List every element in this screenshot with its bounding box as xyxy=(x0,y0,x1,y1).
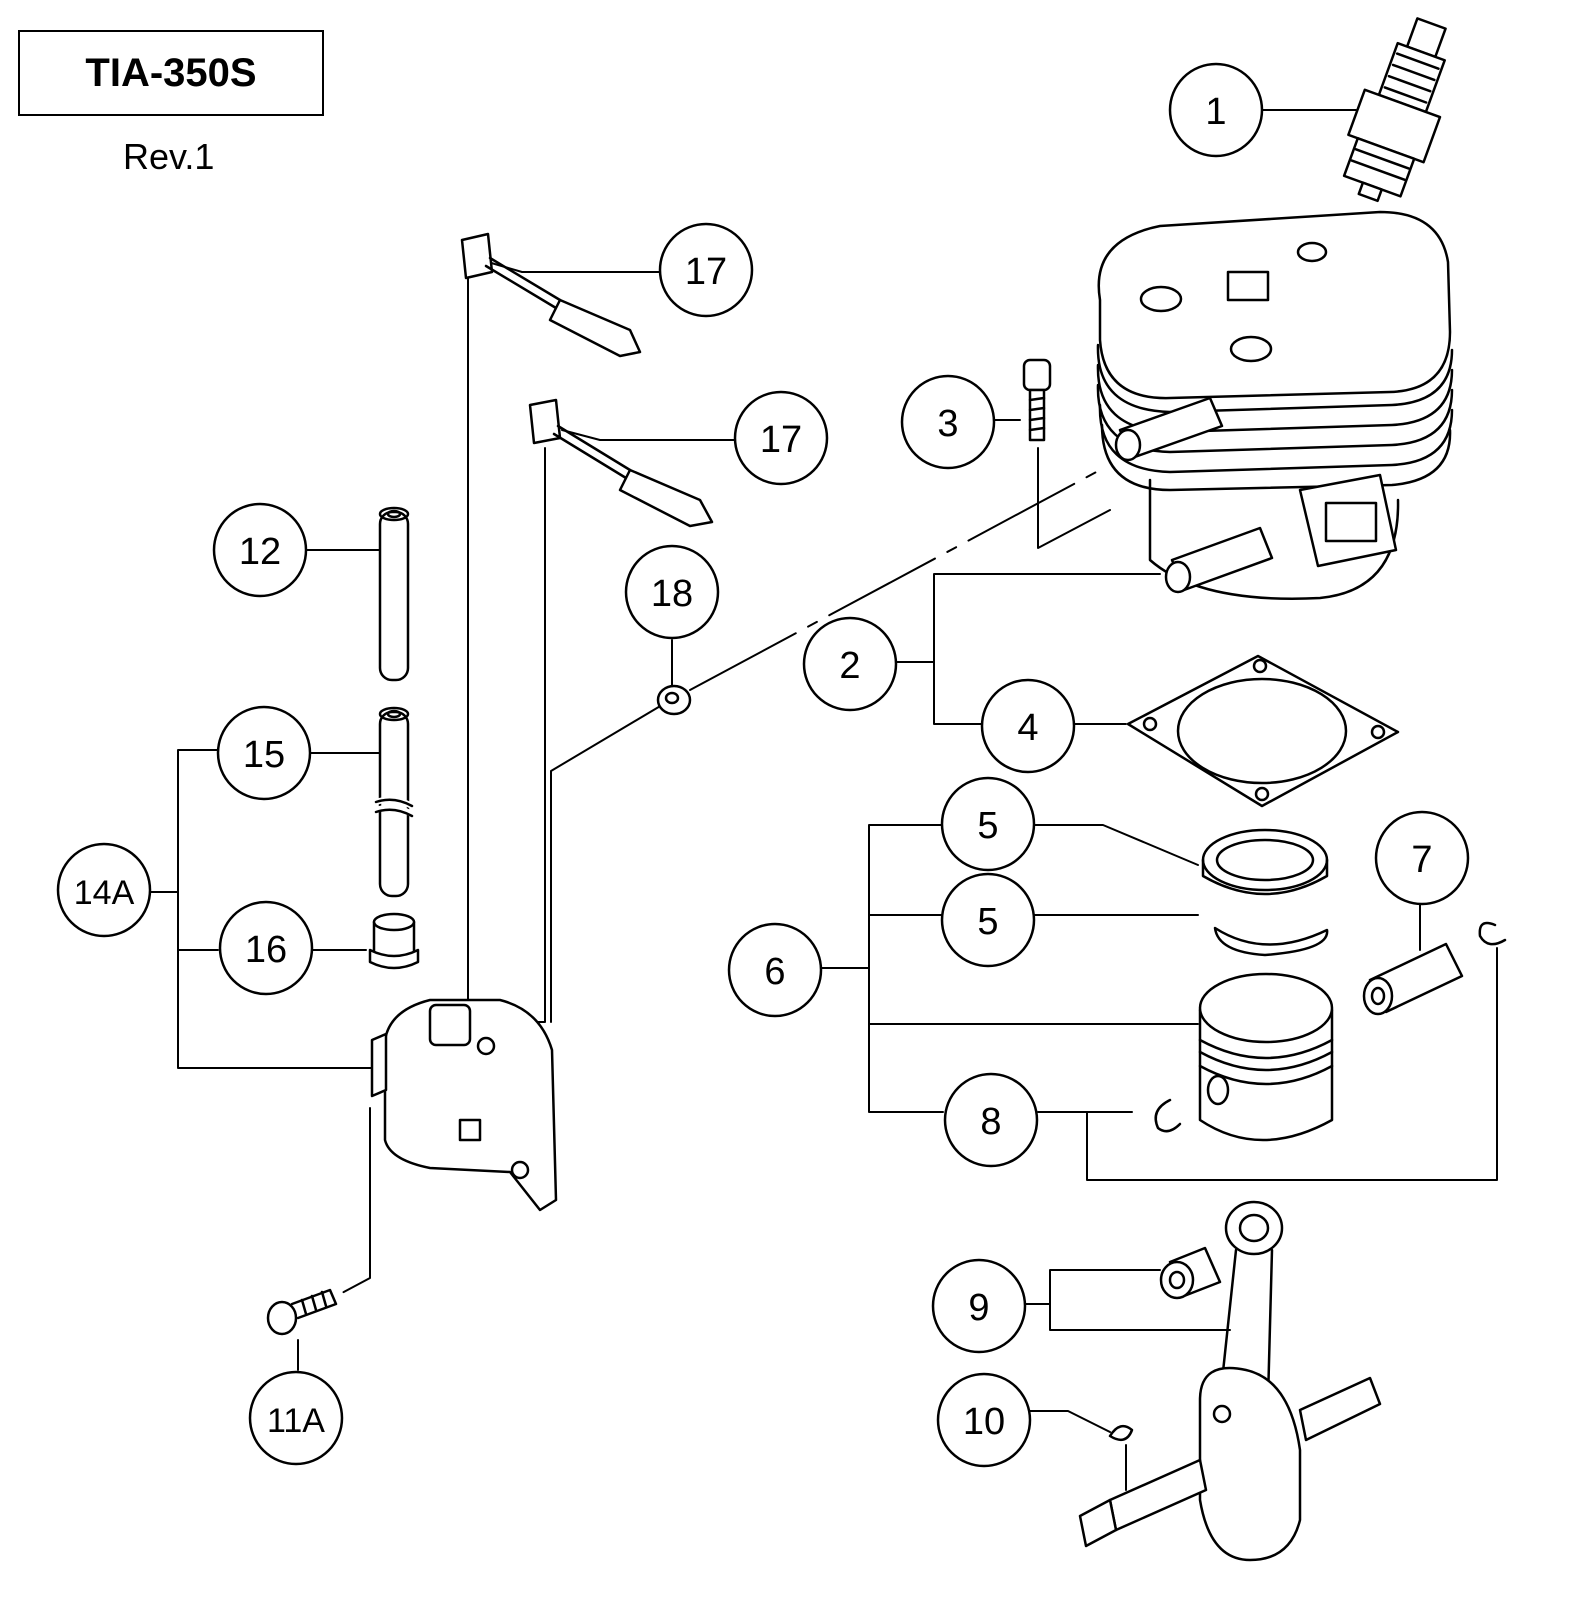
callout-label: 5 xyxy=(977,805,998,847)
callout-circle xyxy=(733,390,829,486)
woodruff-key-icon xyxy=(1108,1424,1134,1442)
callout-label: 5 xyxy=(977,901,998,943)
callout-label: 11A xyxy=(267,1402,325,1440)
callout-circle xyxy=(727,922,823,1018)
lead-wire-icon xyxy=(460,232,642,358)
piston-icon xyxy=(1198,972,1334,1142)
callout-circle xyxy=(1374,810,1470,906)
callout-circle xyxy=(936,1372,1032,1468)
callout-c15: 15 xyxy=(216,705,312,801)
callout-circle xyxy=(931,1258,1027,1354)
callout-label: 18 xyxy=(651,573,693,615)
callout-circle xyxy=(658,222,754,318)
piston-ring-icon xyxy=(1201,828,1329,896)
callout-circle xyxy=(980,678,1076,774)
callout-circle xyxy=(624,544,720,640)
callout-circle xyxy=(940,776,1036,872)
washer-icon xyxy=(656,684,692,716)
callout-c9: 9 xyxy=(931,1258,1027,1354)
callout-label: 14A xyxy=(74,874,135,912)
circlip-icon xyxy=(1154,1098,1182,1133)
callout-c12: 12 xyxy=(212,502,308,598)
callout-circle xyxy=(56,842,152,938)
callout-label: 4 xyxy=(1017,707,1038,749)
leader-lines xyxy=(147,109,1498,1491)
ignition-coil-icon xyxy=(370,998,558,1212)
callout-c18: 18 xyxy=(624,544,720,640)
cylinder-gasket-icon xyxy=(1126,654,1400,808)
callout-c17a: 17 xyxy=(658,222,754,318)
callout-c1: 1 xyxy=(1168,62,1264,158)
callout-label: 16 xyxy=(245,929,287,971)
callout-label: 9 xyxy=(968,1287,989,1329)
spark-plug-icon xyxy=(1342,17,1447,203)
callout-c8: 8 xyxy=(943,1072,1039,1168)
callout-circle xyxy=(212,502,308,598)
callout-circle xyxy=(940,872,1036,968)
circlip-icon xyxy=(1478,921,1507,946)
needle-bearing-icon xyxy=(1159,1246,1222,1300)
callout-circle xyxy=(218,900,314,996)
coil-screw-icon xyxy=(266,1288,338,1336)
piston-pin-icon xyxy=(1362,942,1464,1016)
callout-c5a: 5 xyxy=(940,776,1036,872)
grommet-icon xyxy=(368,912,420,970)
callout-c2: 2 xyxy=(802,616,898,712)
callout-label: 17 xyxy=(685,251,727,293)
callout-c5b: 5 xyxy=(940,872,1036,968)
callout-c14A: 14A xyxy=(56,842,152,938)
callout-label: 7 xyxy=(1411,839,1432,881)
callout-c10: 10 xyxy=(936,1372,1032,1468)
model-title: TIA-350S xyxy=(85,50,257,95)
callout-circle xyxy=(943,1072,1039,1168)
callout-c11A: 11A xyxy=(248,1370,344,1466)
callout-label: 1 xyxy=(1205,91,1226,133)
callout-circle xyxy=(900,374,996,470)
callout-label: 12 xyxy=(239,531,281,573)
callout-label: 2 xyxy=(839,645,860,687)
callout-circle xyxy=(216,705,312,801)
callout-c7: 7 xyxy=(1374,810,1470,906)
cylinder-icon xyxy=(1096,210,1454,600)
callout-circle xyxy=(248,1370,344,1466)
callout-label: 10 xyxy=(963,1401,1005,1443)
callout-c16: 16 xyxy=(218,900,314,996)
callout-circle xyxy=(802,616,898,712)
callout-c4: 4 xyxy=(980,678,1076,774)
callout-c3: 3 xyxy=(900,374,996,470)
revision-label: Rev.1 xyxy=(123,136,215,177)
lead-wire-icon xyxy=(528,398,714,528)
crankshaft-icon xyxy=(1078,1200,1382,1562)
coil-tube-icon xyxy=(373,706,415,898)
callout-c6: 6 xyxy=(727,922,823,1018)
piston-ring-icon xyxy=(1213,926,1329,957)
callout-label: 15 xyxy=(243,734,285,776)
fuel-tube-icon xyxy=(378,506,410,682)
cylinder-bolt-icon xyxy=(1022,358,1052,442)
model-title-box: TIA-350S xyxy=(18,30,324,116)
callout-label: 8 xyxy=(980,1101,1001,1143)
callout-circle xyxy=(1168,62,1264,158)
callout-label: 3 xyxy=(937,403,958,445)
callout-label: 6 xyxy=(764,951,785,993)
callout-label: 17 xyxy=(760,419,802,461)
callout-c17b: 17 xyxy=(733,390,829,486)
